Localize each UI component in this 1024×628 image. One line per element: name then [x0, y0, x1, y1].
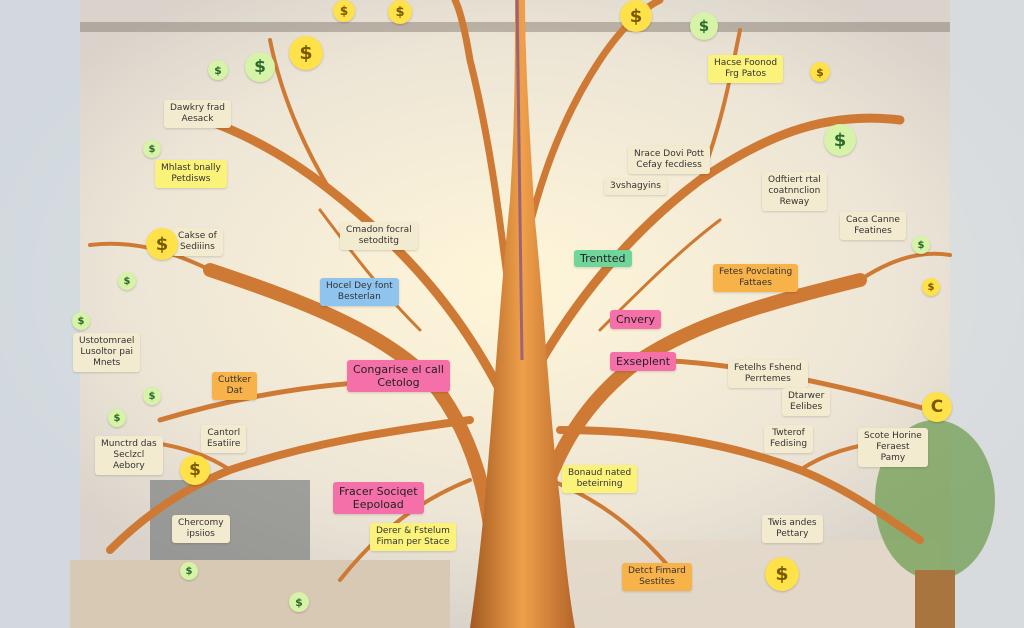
dollar-coin-icon: $ [245, 52, 275, 82]
dollar-coin-icon: $ [289, 36, 323, 70]
trunk-center-line [515, 0, 524, 361]
dollar-coin-icon: $ [388, 0, 412, 24]
dollar-coin-icon: $ [180, 455, 210, 485]
branch-label-l24: Dtarwer Eelibes [782, 388, 831, 416]
branch-label-l27: Bonaud nated beteirning [562, 465, 638, 493]
dollar-coin-icon: $ [765, 557, 799, 591]
dollar-coin-icon: $ [146, 228, 178, 260]
branch-label-l21: Cnvery [610, 310, 661, 329]
branch-label-l8: Cuttker Dat [212, 372, 258, 400]
branch-label-l17: Odftiert rtal coatnnclion Reway [762, 172, 827, 211]
window-left [0, 0, 80, 628]
dollar-coin-icon: $ [333, 0, 355, 22]
dollar-coin-icon: $ [143, 140, 161, 158]
branch-label-l1: Hacse Foonod Frg Patos [708, 55, 784, 83]
branch-label-l23: Fetelhs Fshend Perrtemes [728, 360, 808, 388]
dollar-coin-icon: $ [108, 409, 126, 427]
dollar-coin-icon: $ [620, 0, 652, 32]
branch-label-l26: Scote Horine Feraest Pamy [858, 428, 928, 467]
dollar-coin-icon: $ [143, 387, 161, 405]
dollar-coin-icon: $ [208, 60, 228, 80]
dollar-coin-icon: $ [824, 124, 856, 156]
branch-label-l9: Congarise el call Cetolog [347, 360, 450, 392]
branch-label-l16: 3vshagyins [604, 178, 667, 195]
shelf [560, 540, 940, 628]
branch-label-l12: Fracer Sociqet Eepoload [333, 482, 424, 514]
branch-label-l25: Twterof Fedising [764, 425, 814, 453]
branch-label-l10: Cantorl Esatiire [201, 425, 247, 453]
branch-label-l2: Dawkry frad Aesack [164, 100, 232, 128]
dollar-coin-icon: $ [922, 278, 940, 296]
branch-label-l6: Hocel Dey font Besterlan [320, 278, 399, 306]
branch-label-l13: Chercomy ipsiios [172, 515, 230, 543]
dollar-coin-icon: $ [72, 312, 90, 330]
dollar-coin-icon: $ [810, 62, 830, 82]
branch-label-l29: Detct Fimard Sestites [622, 563, 692, 591]
branch-label-l11: Munctrd das Seclzcl Aebory [95, 436, 163, 475]
branch-label-l18: Caca Canne Featines [840, 212, 906, 240]
branch-label-l5: Cmadon focral setodtitg [340, 222, 418, 250]
branch-label-l28: Twis andes Pettary [762, 515, 823, 543]
branch-label-l22: Exseplent [610, 352, 677, 371]
dollar-coin-icon: C [922, 392, 952, 422]
plant-pot [915, 570, 955, 628]
dollar-coin-icon: $ [180, 562, 198, 580]
dollar-coin-icon: $ [912, 236, 930, 254]
dollar-coin-icon: $ [289, 592, 309, 612]
branch-label-l14: Derer & Fstelum Fiman per Stace [370, 523, 456, 551]
branch-label-l3: Mhlast bnally Petdisws [155, 160, 227, 188]
branch-label-l7: Ustotomrael Lusoltor pai Mnets [73, 333, 141, 372]
branch-label-l19: Trentted [574, 250, 632, 267]
branch-label-l20: Fetes Povclating Fattaes [713, 264, 799, 292]
dollar-coin-icon: $ [118, 272, 136, 290]
dollar-coin-icon: $ [690, 12, 718, 40]
desk [70, 560, 450, 628]
branch-label-l4: Cakse of Sediiins [172, 228, 223, 256]
branch-label-l15: Nrace Dovi Pott Cefay fecdiess [628, 146, 711, 174]
